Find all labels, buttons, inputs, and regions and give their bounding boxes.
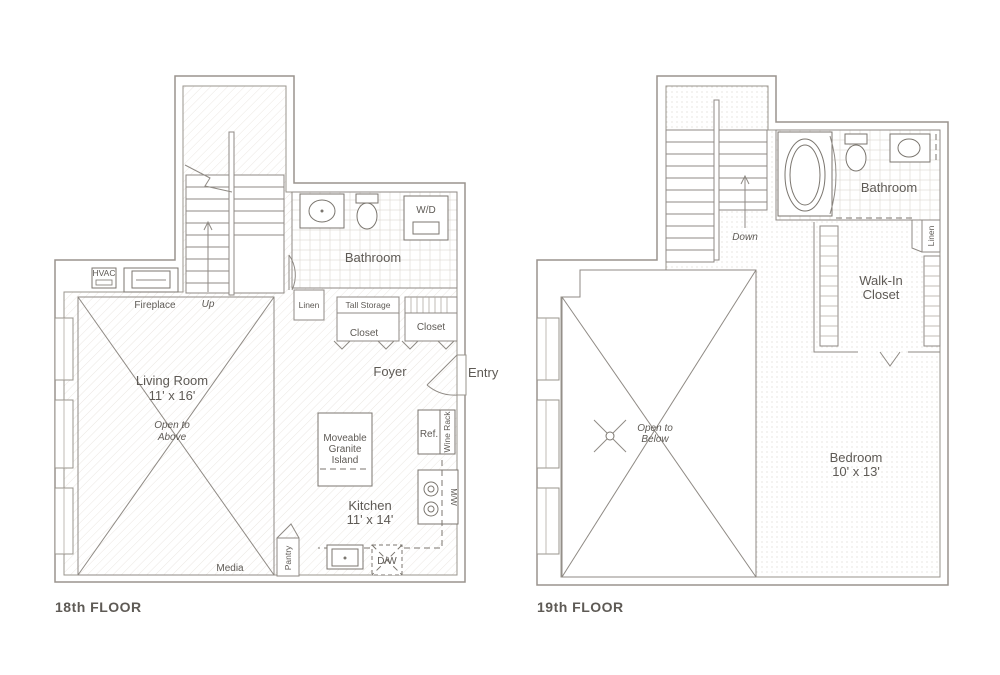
bedroom-name: Bedroom <box>830 450 883 465</box>
ceiling-fan-icon <box>593 419 627 453</box>
kitchen-name: Kitchen <box>348 498 391 513</box>
floor-19-linen: Linen <box>911 219 941 253</box>
foyer-label: Foyer <box>373 364 407 379</box>
wine-rack-label: Wine Rack <box>442 411 452 453</box>
floor-19-bathroom: Bathroom <box>775 129 941 221</box>
floor-18-title: 18th FLOOR <box>55 599 142 615</box>
fireplace-label: Fireplace <box>134 300 176 311</box>
pantry-label: Pantry <box>283 545 293 570</box>
living-room-note-2: Above <box>157 432 187 443</box>
kitchen-size: 11' x 14' <box>347 512 394 527</box>
floor-18-plan: HVAC Fireplace Up W/D Bathroom <box>54 75 499 615</box>
dishwasher-label: D/W <box>377 556 397 567</box>
hvac-unit: HVAC <box>91 267 117 289</box>
refrigerator: Ref. Wine Rack <box>417 409 456 455</box>
living-room-note-1: Open to <box>154 420 190 431</box>
floor-19-windows <box>536 317 560 555</box>
pantry: Pantry <box>276 523 300 577</box>
media-label: Media <box>216 563 244 574</box>
island-line-1: Moveable <box>323 433 367 444</box>
washer-dryer-label: W/D <box>416 205 435 216</box>
linen-18-label: Linen <box>299 300 320 310</box>
kitchen-sink <box>326 544 364 570</box>
entry-label: Entry <box>468 365 499 380</box>
walkin-line-1: Walk-In <box>859 273 903 288</box>
bathroom-19-label: Bathroom <box>861 180 917 195</box>
open-to-below <box>561 269 757 578</box>
tall-storage-label: Tall Storage <box>346 300 391 310</box>
dishwasher: D/W <box>371 544 403 576</box>
stairs-up-label: Up <box>202 299 215 310</box>
granite-island: Moveable Granite Island <box>317 412 373 487</box>
closet-2-label: Closet <box>417 322 446 333</box>
living-room-size: 11' x 16' <box>149 388 196 403</box>
island-line-2: Granite <box>329 444 362 455</box>
microwave-label: M/W <box>449 488 459 505</box>
cooktop: M/W <box>417 469 459 525</box>
closet-1-label: Closet <box>350 328 379 339</box>
floor-19-plan: Open to Below Down <box>536 75 949 615</box>
floor-19-stairs <box>665 99 768 263</box>
linen-19-label: Linen <box>926 225 936 246</box>
floor-18-windows <box>54 317 74 555</box>
entry-door <box>426 354 467 396</box>
walkin-line-2: Closet <box>863 287 900 302</box>
floor-18-stairs <box>184 131 285 296</box>
stairs-down-label: Down <box>732 232 758 243</box>
ref-label: Ref. <box>420 429 438 440</box>
living-room-name: Living Room <box>136 373 208 388</box>
living-room-open-above <box>77 296 275 576</box>
bedroom-size: 10' x 13' <box>832 464 880 479</box>
bathroom-18-label: Bathroom <box>345 250 401 265</box>
fireplace <box>123 267 179 293</box>
island-line-3: Island <box>332 455 359 466</box>
open-below-line-1: Open to <box>637 423 673 434</box>
floor-18-bathroom: W/D Bathroom <box>291 191 458 289</box>
walk-in-closet <box>813 222 941 367</box>
floor-19-title: 19th FLOOR <box>537 599 624 615</box>
floor-18-storage: Linen Tall Storage Closet Closet <box>293 289 458 350</box>
open-below-line-2: Below <box>641 434 669 445</box>
hvac-label: HVAC <box>93 268 116 278</box>
